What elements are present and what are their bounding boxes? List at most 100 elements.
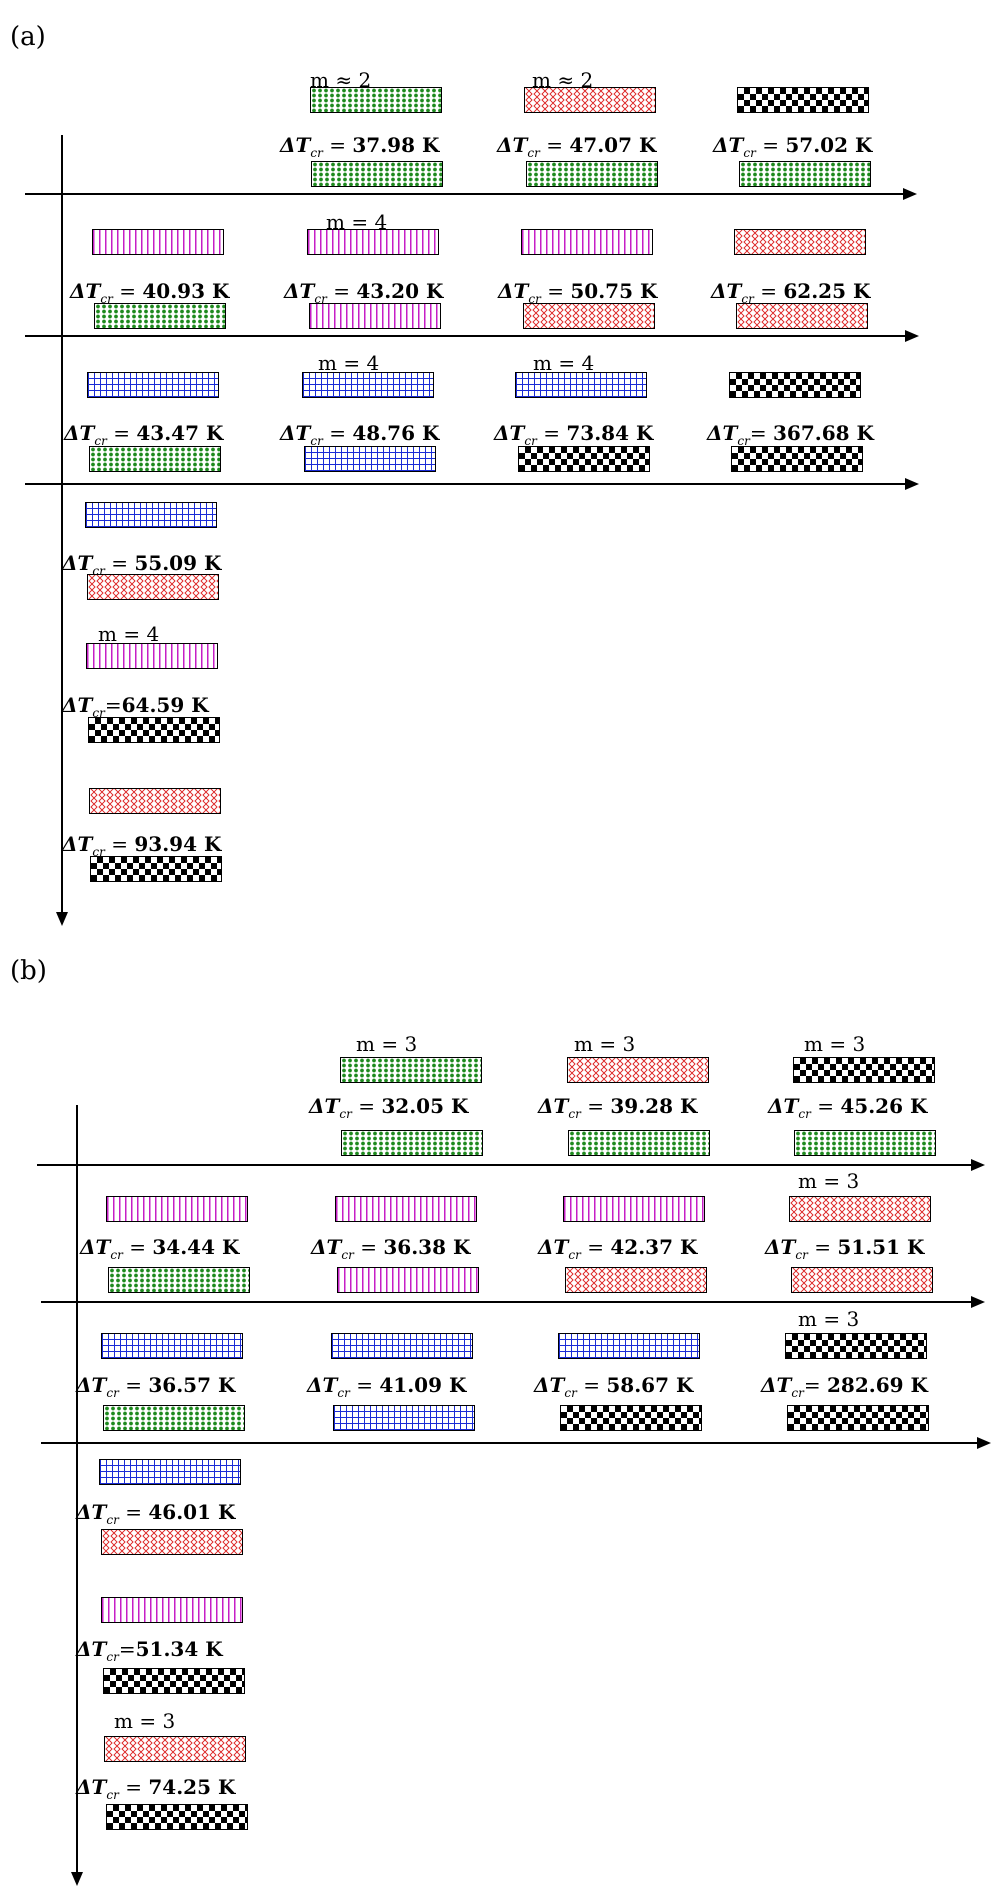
panel-a-bar-black xyxy=(731,446,863,472)
panel-a-bar-blue xyxy=(85,502,217,528)
panel-b-bar-blue xyxy=(333,1405,475,1431)
panel-b-delta-tcr: ΔTcr = 74.25 K xyxy=(76,1775,236,1802)
panel-a-m-label: m = 4 xyxy=(318,351,380,375)
panel-a-delta-tcr: ΔTcr = 37.98 K xyxy=(280,133,440,160)
panel-b-m-label: m = 3 xyxy=(798,1307,860,1331)
panel-b-delta-tcr: ΔTcr = 36.38 K xyxy=(311,1235,471,1262)
panel-b-delta-tcr: ΔTcr = 51.51 K xyxy=(765,1235,925,1262)
panel-a-delta-tcr: ΔTcr = 47.07 K xyxy=(497,133,657,160)
panel-b-delta-tcr: ΔTcr = 36.57 K xyxy=(76,1373,236,1400)
panel-a-delta-tcr: ΔTcr = 43.20 K xyxy=(284,279,444,306)
panel-a-axis-1 xyxy=(25,193,905,195)
panel-a-vertical-axis-arrow xyxy=(56,912,68,926)
panel-b-bar-blue xyxy=(99,1459,241,1485)
panel-a-delta-tcr: ΔTcr = 40.93 K xyxy=(70,279,230,306)
panel-a-axis-3-arrow xyxy=(905,478,919,490)
panel-a-bar-green xyxy=(311,161,443,187)
panel-b-m-label: m = 3 xyxy=(798,1169,860,1193)
panel-a-delta-tcr: ΔTcr = 50.75 K xyxy=(498,279,658,306)
panel-b-bar-green xyxy=(341,1130,483,1156)
panel-a-bar-red xyxy=(523,303,655,329)
panel-b-axis-1 xyxy=(37,1164,972,1166)
panel-a-bar-red xyxy=(524,87,656,113)
panel-a-bar-magenta xyxy=(521,229,653,255)
panel-a-bar-blue xyxy=(302,372,434,398)
panel-a-delta-tcr: ΔTcr = 73.84 K xyxy=(494,421,654,448)
panel-b-delta-tcr: ΔTcr=51.34 K xyxy=(76,1637,223,1664)
panel-a-bar-red xyxy=(736,303,868,329)
panel-b-delta-tcr: ΔTcr= 282.69 K xyxy=(761,1373,928,1400)
panel-a-axis-3 xyxy=(25,483,907,485)
panel-b-bar-red xyxy=(565,1267,707,1293)
panel-b-label: (b) xyxy=(10,956,47,986)
panel-b-bar-magenta xyxy=(337,1267,479,1293)
panel-b-bar-red xyxy=(789,1196,931,1222)
panel-a-bar-black xyxy=(88,717,220,743)
panel-b-bar-black xyxy=(106,1804,248,1830)
panel-a-axis-2 xyxy=(25,335,907,337)
panel-b-delta-tcr: ΔTcr = 41.09 K xyxy=(307,1373,467,1400)
panel-b-bar-green xyxy=(108,1267,250,1293)
panel-a-delta-tcr: ΔTcr = 43.47 K xyxy=(64,421,224,448)
panel-b-m-label: m = 3 xyxy=(356,1032,418,1056)
panel-a-vertical-axis xyxy=(61,135,63,915)
panel-b-delta-tcr: ΔTcr = 34.44 K xyxy=(80,1235,240,1262)
panel-a-bar-red xyxy=(734,229,866,255)
panel-b-axis-3 xyxy=(41,1442,979,1444)
panel-a-bar-green xyxy=(310,87,442,113)
panel-a-bar-green xyxy=(94,303,226,329)
panel-b-delta-tcr: ΔTcr = 45.26 K xyxy=(768,1094,928,1121)
panel-b-bar-green xyxy=(103,1405,245,1431)
panel-b-bar-blue xyxy=(331,1333,473,1359)
panel-b-bar-black xyxy=(785,1333,927,1359)
panel-b-bar-red xyxy=(104,1736,246,1762)
panel-a-bar-magenta xyxy=(309,303,441,329)
panel-b-bar-black xyxy=(793,1057,935,1083)
panel-a-bar-magenta xyxy=(86,643,218,669)
panel-a-axis-2-arrow xyxy=(905,330,919,342)
panel-a-bar-black xyxy=(729,372,861,398)
panel-a-delta-tcr: ΔTcr = 62.25 K xyxy=(711,279,871,306)
panel-b-axis-3-arrow xyxy=(977,1437,991,1449)
panel-a-m-label: m = 4 xyxy=(98,622,160,646)
panel-b-bar-red xyxy=(101,1529,243,1555)
panel-b-delta-tcr: ΔTcr = 46.01 K xyxy=(76,1500,236,1527)
panel-a-bar-red xyxy=(89,788,221,814)
panel-b-axis-2-arrow xyxy=(971,1296,985,1308)
panel-a-delta-tcr: ΔTcr= 367.68 K xyxy=(707,421,874,448)
panel-a-delta-tcr: ΔTcr = 57.02 K xyxy=(713,133,873,160)
panel-a-delta-tcr: ΔTcr = 55.09 K xyxy=(62,551,222,578)
panel-b-bar-black xyxy=(560,1405,702,1431)
panel-b-bar-green xyxy=(794,1130,936,1156)
panel-b-bar-magenta xyxy=(106,1196,248,1222)
panel-b-axis-1-arrow xyxy=(971,1159,985,1171)
panel-b-vertical-axis xyxy=(76,1105,78,1877)
panel-b-bar-magenta xyxy=(101,1597,243,1623)
panel-b-axis-2 xyxy=(41,1301,973,1303)
panel-b-bar-magenta xyxy=(335,1196,477,1222)
panel-b-m-label: m = 3 xyxy=(114,1709,176,1733)
panel-b-bar-black xyxy=(787,1405,929,1431)
panel-b-delta-tcr: ΔTcr = 58.67 K xyxy=(534,1373,694,1400)
panel-a-bar-red xyxy=(87,574,219,600)
panel-a-bar-magenta xyxy=(92,229,224,255)
panel-b-bar-magenta xyxy=(563,1196,705,1222)
panel-b-delta-tcr: ΔTcr = 32.05 K xyxy=(309,1094,469,1121)
panel-a-bar-blue xyxy=(515,372,647,398)
panel-a-axis-1-arrow xyxy=(903,188,917,200)
panel-b-bar-blue xyxy=(101,1333,243,1359)
panel-b-delta-tcr: ΔTcr = 39.28 K xyxy=(538,1094,698,1121)
panel-a-m-label: m = 4 xyxy=(533,351,595,375)
panel-b-m-label: m = 3 xyxy=(574,1032,636,1056)
panel-a-delta-tcr: ΔTcr = 93.94 K xyxy=(62,832,222,859)
panel-a-bar-green xyxy=(526,161,658,187)
panel-b-delta-tcr: ΔTcr = 42.37 K xyxy=(538,1235,698,1262)
panel-a-bar-green xyxy=(89,446,221,472)
panel-a-bar-black xyxy=(737,87,869,113)
panel-a-bar-blue xyxy=(87,372,219,398)
panel-a-delta-tcr: ΔTcr=64.59 K xyxy=(62,693,209,720)
panel-b-bar-red xyxy=(567,1057,709,1083)
panel-b-m-label: m = 3 xyxy=(804,1032,866,1056)
panel-a-bar-black xyxy=(90,856,222,882)
